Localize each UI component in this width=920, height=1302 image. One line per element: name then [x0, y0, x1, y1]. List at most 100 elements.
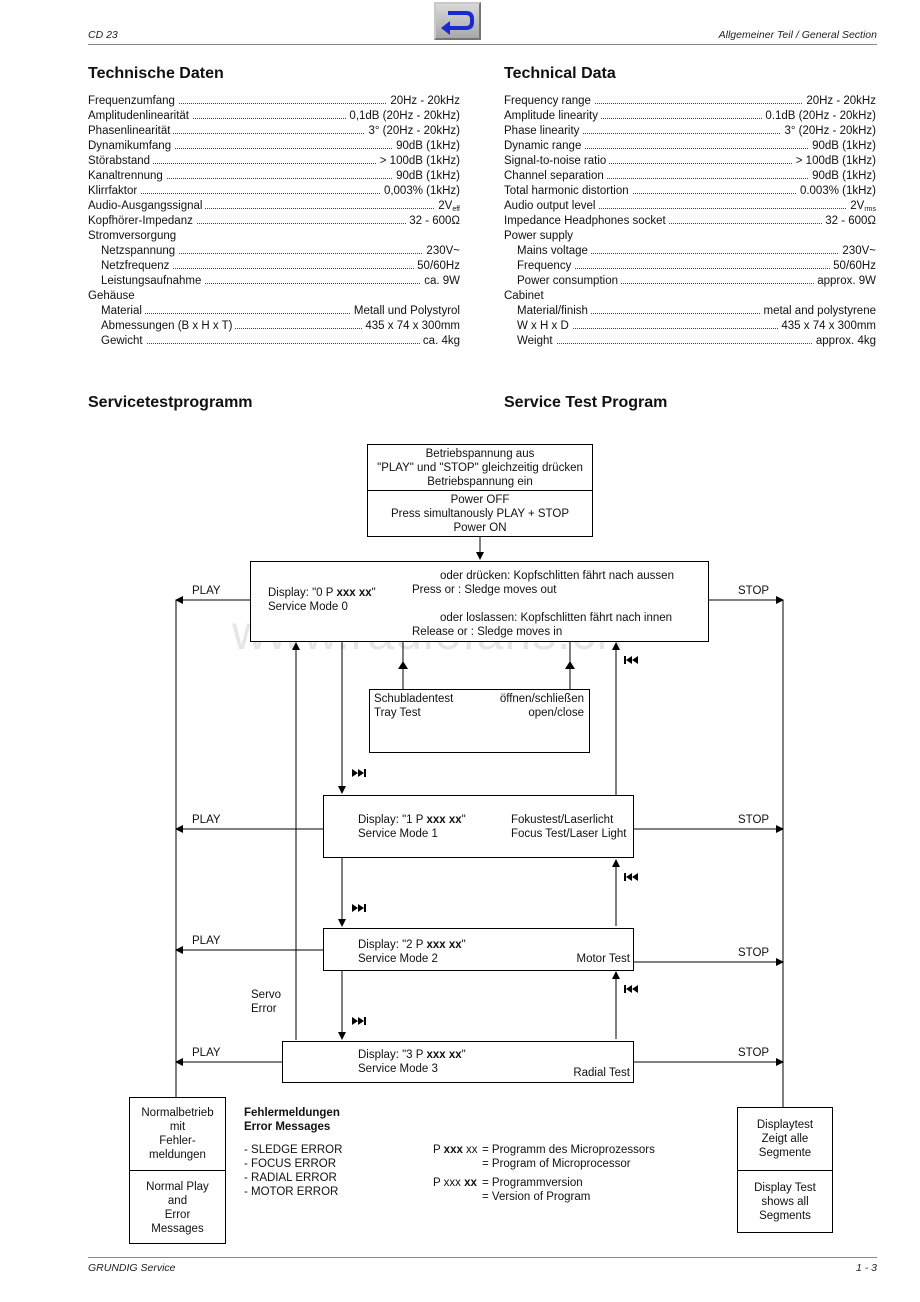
spec-de-leader-dots	[88, 223, 460, 224]
start-divider	[368, 490, 592, 491]
header-model: CD 23	[88, 29, 118, 41]
spec-en-row: Amplitude linearity 0.1dB (20Hz - 20kHz)	[504, 109, 876, 124]
service-mode-2-box: Display: "2 P xxx xx" Service Mode 2 Mot…	[323, 928, 634, 971]
spec-en-value: 435 x 74 x 300mm	[778, 319, 876, 334]
spec-en-label: Dynamic range	[504, 139, 585, 154]
spec-de-label: Kanaltrennung	[88, 169, 166, 184]
spec-en-value: approx. 9W	[814, 274, 876, 289]
service-mode-0-box: Display: "0 P xxx xx" Service Mode 0 ode…	[250, 561, 709, 642]
normal-de-4: meldungen	[149, 1149, 206, 1161]
tray-de: Schubladentest	[374, 693, 454, 705]
spec-de-label: Dynamikumfang	[88, 139, 175, 154]
spec-en-leader-dots	[517, 268, 876, 269]
spec-de-leader-dots	[101, 313, 460, 314]
header-section: Allgemeiner Teil / General Section	[718, 29, 877, 41]
stop-label-2: STOP	[738, 947, 770, 959]
spec-de-value: 50/60Hz	[414, 259, 460, 274]
normal-en-4: Messages	[151, 1223, 204, 1235]
spec-de-label: Netzspannung	[101, 244, 179, 259]
spec-de-leader-dots	[88, 133, 460, 134]
stop-label-0: STOP	[738, 585, 770, 597]
spec-en-label: Impedance Headphones socket	[504, 214, 669, 229]
spec-de-row: Abmessungen (B x H x T)435 x 74 x 300mm	[88, 319, 460, 334]
normal-play-box: Normalbetrieb mit Fehler- meldungen Norm…	[129, 1097, 226, 1244]
mode3-display: Display: "3 P xxx xx"	[358, 1049, 466, 1061]
legend2-en: = Version of Program	[482, 1191, 591, 1203]
sledge-in-en: Release or : Sledge moves in	[412, 626, 563, 638]
spec-en-label: Channel separation	[504, 169, 607, 184]
spec-en-value: 90dB (1kHz)	[809, 139, 876, 154]
spec-de-leader-dots	[88, 118, 460, 119]
spec-de-leader-dots	[101, 283, 460, 284]
sledge-in-de: oder loslassen: Kopfschlitten fährt nach…	[440, 612, 673, 624]
back-button[interactable]	[434, 2, 481, 40]
display-de-2: Zeigt alle	[761, 1133, 809, 1145]
spec-en-label: Audio output level	[504, 199, 599, 214]
legend1-de: = Programm des Microprozessors	[482, 1144, 655, 1156]
spec-en-value: 0.1dB (20Hz - 20kHz)	[762, 109, 876, 124]
spec-en-label: Total harmonic distortion	[504, 184, 632, 199]
spec-en-leader-dots	[504, 208, 876, 209]
spec-en-leader-dots	[504, 148, 876, 149]
service-title-en: Service Test Program	[504, 394, 668, 411]
tray-test-box: Schubladentest Tray Test öffnen/schließe…	[369, 689, 590, 753]
footer-brand: GRUNDIG Service	[88, 1262, 176, 1274]
play-label-0: PLAY	[192, 585, 221, 597]
spec-en-row: Power supply	[504, 229, 876, 244]
mode3-name: Service Mode 3	[358, 1063, 438, 1075]
spec-en-value: 230V~	[839, 244, 876, 259]
errors-title-de: Fehlermeldungen	[244, 1107, 340, 1119]
spec-de-value: 0,1dB (20Hz - 20kHz)	[346, 109, 460, 124]
tray-en: Tray Test	[374, 707, 421, 719]
spec-en-value: > 100dB (1kHz)	[792, 154, 876, 169]
error-item-motor: - MOTOR ERROR	[244, 1186, 339, 1198]
normal-en-3: Error	[164, 1209, 191, 1221]
spec-de-value: Metall und Polystyrol	[350, 304, 460, 319]
spec-de-label: Netzfrequenz	[101, 259, 173, 274]
error-label: Error	[251, 1003, 277, 1015]
spec-en-value: 3° (20Hz - 20kHz)	[781, 124, 876, 139]
spec-en-label: Amplitude linearity	[504, 109, 601, 124]
spec-de-value: 3° (20Hz - 20kHz)	[365, 124, 460, 139]
spec-en-label: Frequency	[517, 259, 575, 274]
spec-de-leader-dots	[88, 148, 460, 149]
spec-de-row: Störabstand> 100dB (1kHz)	[88, 154, 460, 169]
spec-en-leader-dots	[504, 223, 876, 224]
start-de-line2: "PLAY" und "STOP" gleichzeitig drücken	[377, 462, 583, 474]
spec-de-group-heading: Gehäuse	[88, 289, 138, 304]
play-label-2: PLAY	[192, 935, 221, 947]
spec-en-leader-dots	[504, 133, 876, 134]
footer-page: 1 - 3	[855, 1262, 877, 1274]
display-de-1: Displaytest	[756, 1119, 814, 1131]
normal-de-3: Fehler-	[159, 1135, 196, 1147]
spec-en-label: Mains voltage	[517, 244, 591, 259]
service-title-de: Servicetestprogramm	[88, 394, 253, 411]
spec-en-label: Weight	[517, 334, 556, 349]
service-mode-3-box: Display: "3 P xxx xx" Service Mode 3 Rad…	[282, 1041, 634, 1083]
spec-de-row: Stromversorgung	[88, 229, 460, 244]
spec-de-label: Audio-Ausgangssignal	[88, 199, 206, 214]
spec-en-label: Material/finish	[517, 304, 591, 319]
normal-en-1: Normal Play	[146, 1181, 209, 1193]
spec-de-leader-dots	[101, 268, 460, 269]
spec-de-leader-dots	[101, 343, 460, 344]
spec-de-value: > 100dB (1kHz)	[376, 154, 460, 169]
spec-de-leader-dots	[88, 163, 460, 164]
start-en-line1: Power OFF	[450, 494, 510, 506]
spec-en-leader-dots	[517, 313, 876, 314]
spec-de-value: 2Veff	[435, 199, 460, 217]
spec-de-label: Frequenzumfang	[88, 94, 178, 109]
mode1-test-de: Fokustest/Laserlicht	[511, 814, 614, 826]
